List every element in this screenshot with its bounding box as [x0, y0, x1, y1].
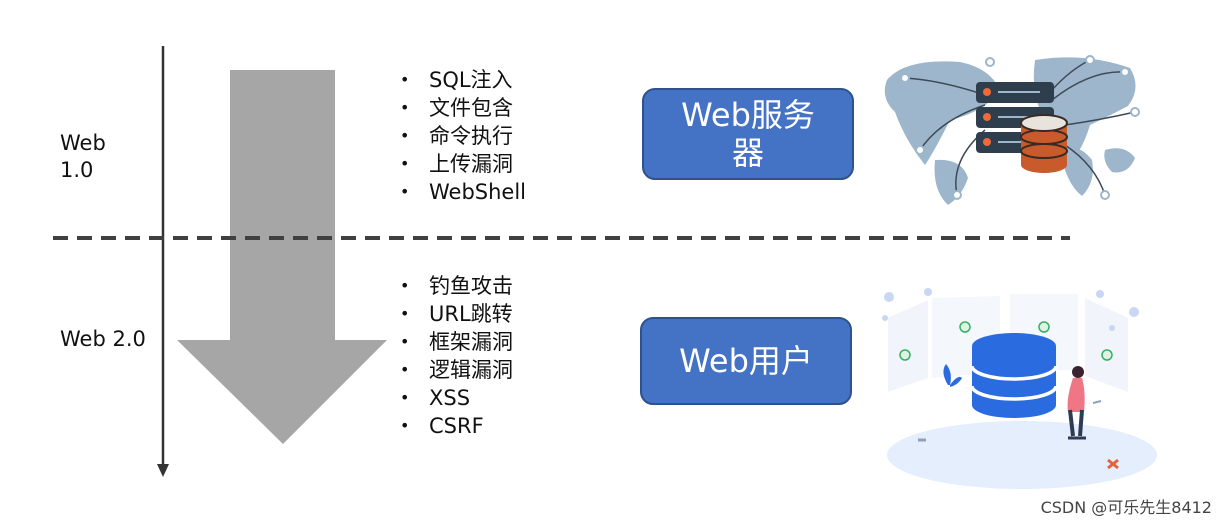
web1-attack-item: SQL注入 [398, 66, 526, 94]
era-label-web1-line2: 1.0 [60, 158, 94, 182]
web-server-box-line2: 器 [731, 134, 764, 172]
web2-attack-item: URL跳转 [398, 300, 513, 328]
web-user-box: Web用户 [640, 317, 852, 405]
watermark: CSDN @可乐先生8412 [1040, 498, 1212, 517]
era-label-web1: Web 1.0 [60, 130, 106, 184]
web1-attack-item: 上传漏洞 [398, 150, 526, 178]
era-label-web2: Web 2.0 [60, 327, 146, 351]
web-server-box: Web服务 器 [642, 88, 854, 180]
web2-attack-item: XSS [398, 384, 513, 412]
web2-attack-list: 钓鱼攻击 URL跳转 框架漏洞 逻辑漏洞 XSS CSRF [398, 272, 513, 440]
web2-attack-item: 钓鱼攻击 [398, 272, 513, 300]
web1-attack-list: SQL注入 文件包含 命令执行 上传漏洞 WebShell [398, 66, 526, 206]
web2-attack-item: 框架漏洞 [398, 328, 513, 356]
world-map-server-database-illustration [884, 55, 1140, 205]
database-person-illustration [882, 288, 1157, 489]
web1-attack-item: 文件包含 [398, 94, 526, 122]
web2-attack-item: 逻辑漏洞 [398, 356, 513, 384]
web-server-box-line1: Web服务 [681, 96, 815, 134]
web1-attack-item: 命令执行 [398, 122, 526, 150]
era-label-web1-line1: Web [60, 131, 106, 155]
web2-attack-item: CSRF [398, 412, 513, 440]
timeline-arrowhead [157, 464, 169, 477]
big-down-arrow [177, 70, 387, 444]
web1-attack-item: WebShell [398, 178, 526, 206]
